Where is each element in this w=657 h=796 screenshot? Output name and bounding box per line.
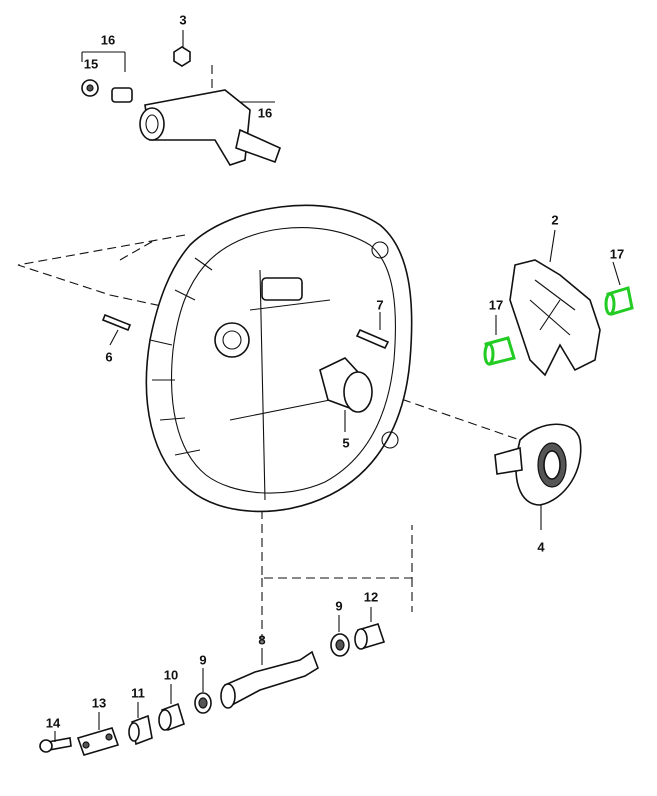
callout-16-cylinder: 16 xyxy=(257,105,273,121)
bushing-right xyxy=(604,286,634,316)
callout-11: 11 xyxy=(131,685,145,701)
callout-9-left: 9 xyxy=(199,652,207,668)
clutch-housing xyxy=(145,204,413,513)
release-fork xyxy=(495,229,621,377)
callout-5: 5 xyxy=(342,435,350,451)
callout-14: 14 xyxy=(45,715,61,731)
shaft-parts xyxy=(39,607,386,756)
callout-7: 7 xyxy=(376,297,384,313)
callout-15: 15 xyxy=(83,56,99,72)
bushing-left xyxy=(483,336,516,366)
slave-cylinder xyxy=(81,46,282,166)
callout-3: 3 xyxy=(179,12,187,28)
callout-17-right: 17 xyxy=(609,246,625,262)
callout-17-left: 17 xyxy=(488,297,504,313)
callout-13: 13 xyxy=(91,695,107,711)
callout-9-right: 9 xyxy=(335,598,343,614)
callout-8: 8 xyxy=(258,632,266,648)
callout-12: 12 xyxy=(363,589,379,605)
callout-10: 10 xyxy=(163,667,179,683)
callout-2: 2 xyxy=(551,212,559,228)
guide-sleeve xyxy=(319,357,373,432)
release-bearing xyxy=(494,423,582,530)
callout-16-bracket: 16 xyxy=(100,32,116,48)
callout-6: 6 xyxy=(105,349,113,365)
callout-4: 4 xyxy=(537,539,545,555)
